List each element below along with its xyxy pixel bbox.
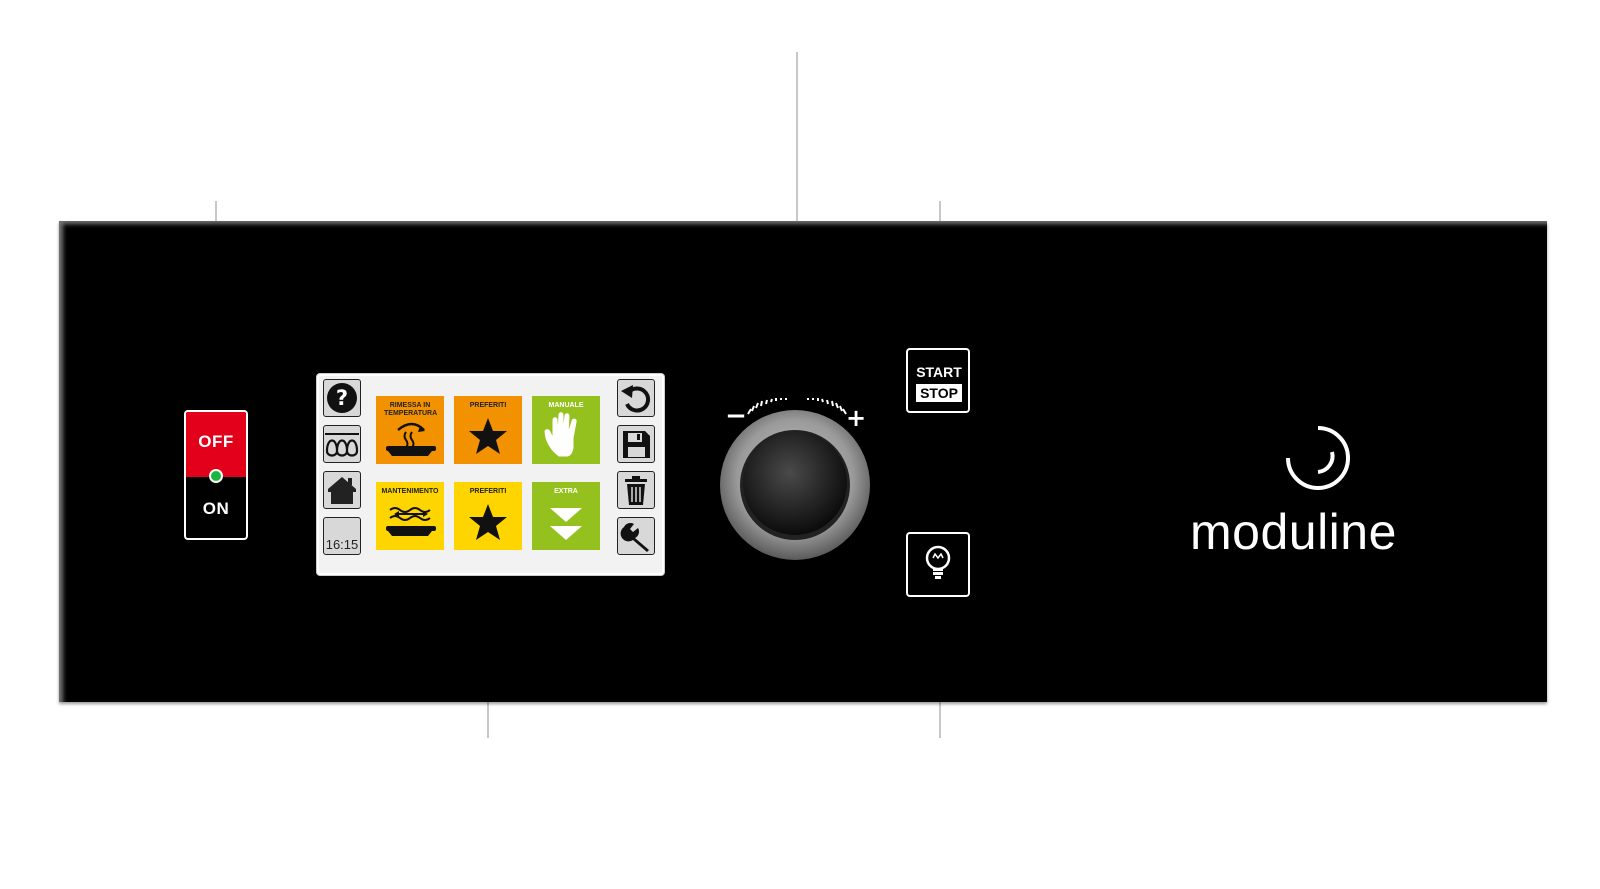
undo-button[interactable] xyxy=(617,379,655,417)
delete-button[interactable] xyxy=(617,471,655,509)
moduline-logo-icon xyxy=(1286,426,1350,490)
save-button[interactable] xyxy=(617,425,655,463)
tile-manuale[interactable]: MANUALE xyxy=(532,396,600,464)
help-icon: ? xyxy=(327,383,357,413)
power-switch[interactable]: OFF ON xyxy=(184,410,248,540)
star-icon xyxy=(469,504,507,540)
touch-screen: ? 16:15 RIMESSA IN TEMPERATURA PREFERITI xyxy=(316,373,665,576)
home-icon xyxy=(328,477,356,504)
knob-scale-ticks xyxy=(747,398,847,415)
stop-label: STOP xyxy=(916,384,962,402)
wrench-icon xyxy=(620,522,649,552)
settings-button[interactable] xyxy=(617,517,655,555)
lightbulb-icon xyxy=(925,545,951,579)
trash-icon xyxy=(625,476,647,505)
double-chevron-down-icon xyxy=(550,508,582,540)
hand-icon xyxy=(544,412,577,457)
tile-label: RIMESSA IN TEMPERATURA xyxy=(384,402,438,417)
start-stop-button[interactable]: START STOP xyxy=(906,348,970,413)
clock-time: 16:15 xyxy=(325,537,359,552)
heating-coil-icon xyxy=(325,433,359,457)
tile-label: MANTENIMENTO xyxy=(381,488,439,495)
tile-label: EXTRA xyxy=(554,488,578,495)
tile-preferiti-2[interactable]: PREFERITI xyxy=(454,482,522,550)
tile-preferiti-1[interactable]: PREFERITI xyxy=(454,396,522,464)
svg-text:?: ? xyxy=(336,386,348,410)
reheat-dish-icon xyxy=(386,422,436,456)
tile-rimessa-in-temperatura[interactable]: RIMESSA IN TEMPERATURA xyxy=(376,396,444,464)
knob-minus-label: − xyxy=(725,401,747,431)
tile-label: PREFERITI xyxy=(469,402,507,409)
undo-icon xyxy=(621,385,651,413)
knob-plus-label: + xyxy=(846,404,866,432)
start-label: START xyxy=(916,364,962,380)
tile-label: PREFERITI xyxy=(469,488,507,495)
help-button[interactable]: ? xyxy=(323,379,361,417)
power-led-indicator xyxy=(209,469,223,483)
holding-dish-icon xyxy=(386,507,436,536)
tile-mantenimento[interactable]: MANTENIMENTO xyxy=(376,482,444,550)
control-knob[interactable]: − + xyxy=(720,380,880,560)
clock-display: 16:15 xyxy=(323,517,361,555)
brand-name: moduline xyxy=(1190,504,1397,560)
home-button[interactable] xyxy=(323,471,361,509)
power-off-label: OFF xyxy=(186,412,246,477)
leader-line-knob xyxy=(796,52,798,300)
star-icon xyxy=(469,418,507,454)
tile-extra[interactable]: EXTRA xyxy=(532,482,600,550)
power-on-label: ON xyxy=(202,499,230,518)
heating-button[interactable] xyxy=(323,425,361,463)
light-button[interactable] xyxy=(906,532,970,597)
save-icon xyxy=(623,431,650,458)
tile-label: MANUALE xyxy=(548,402,584,409)
